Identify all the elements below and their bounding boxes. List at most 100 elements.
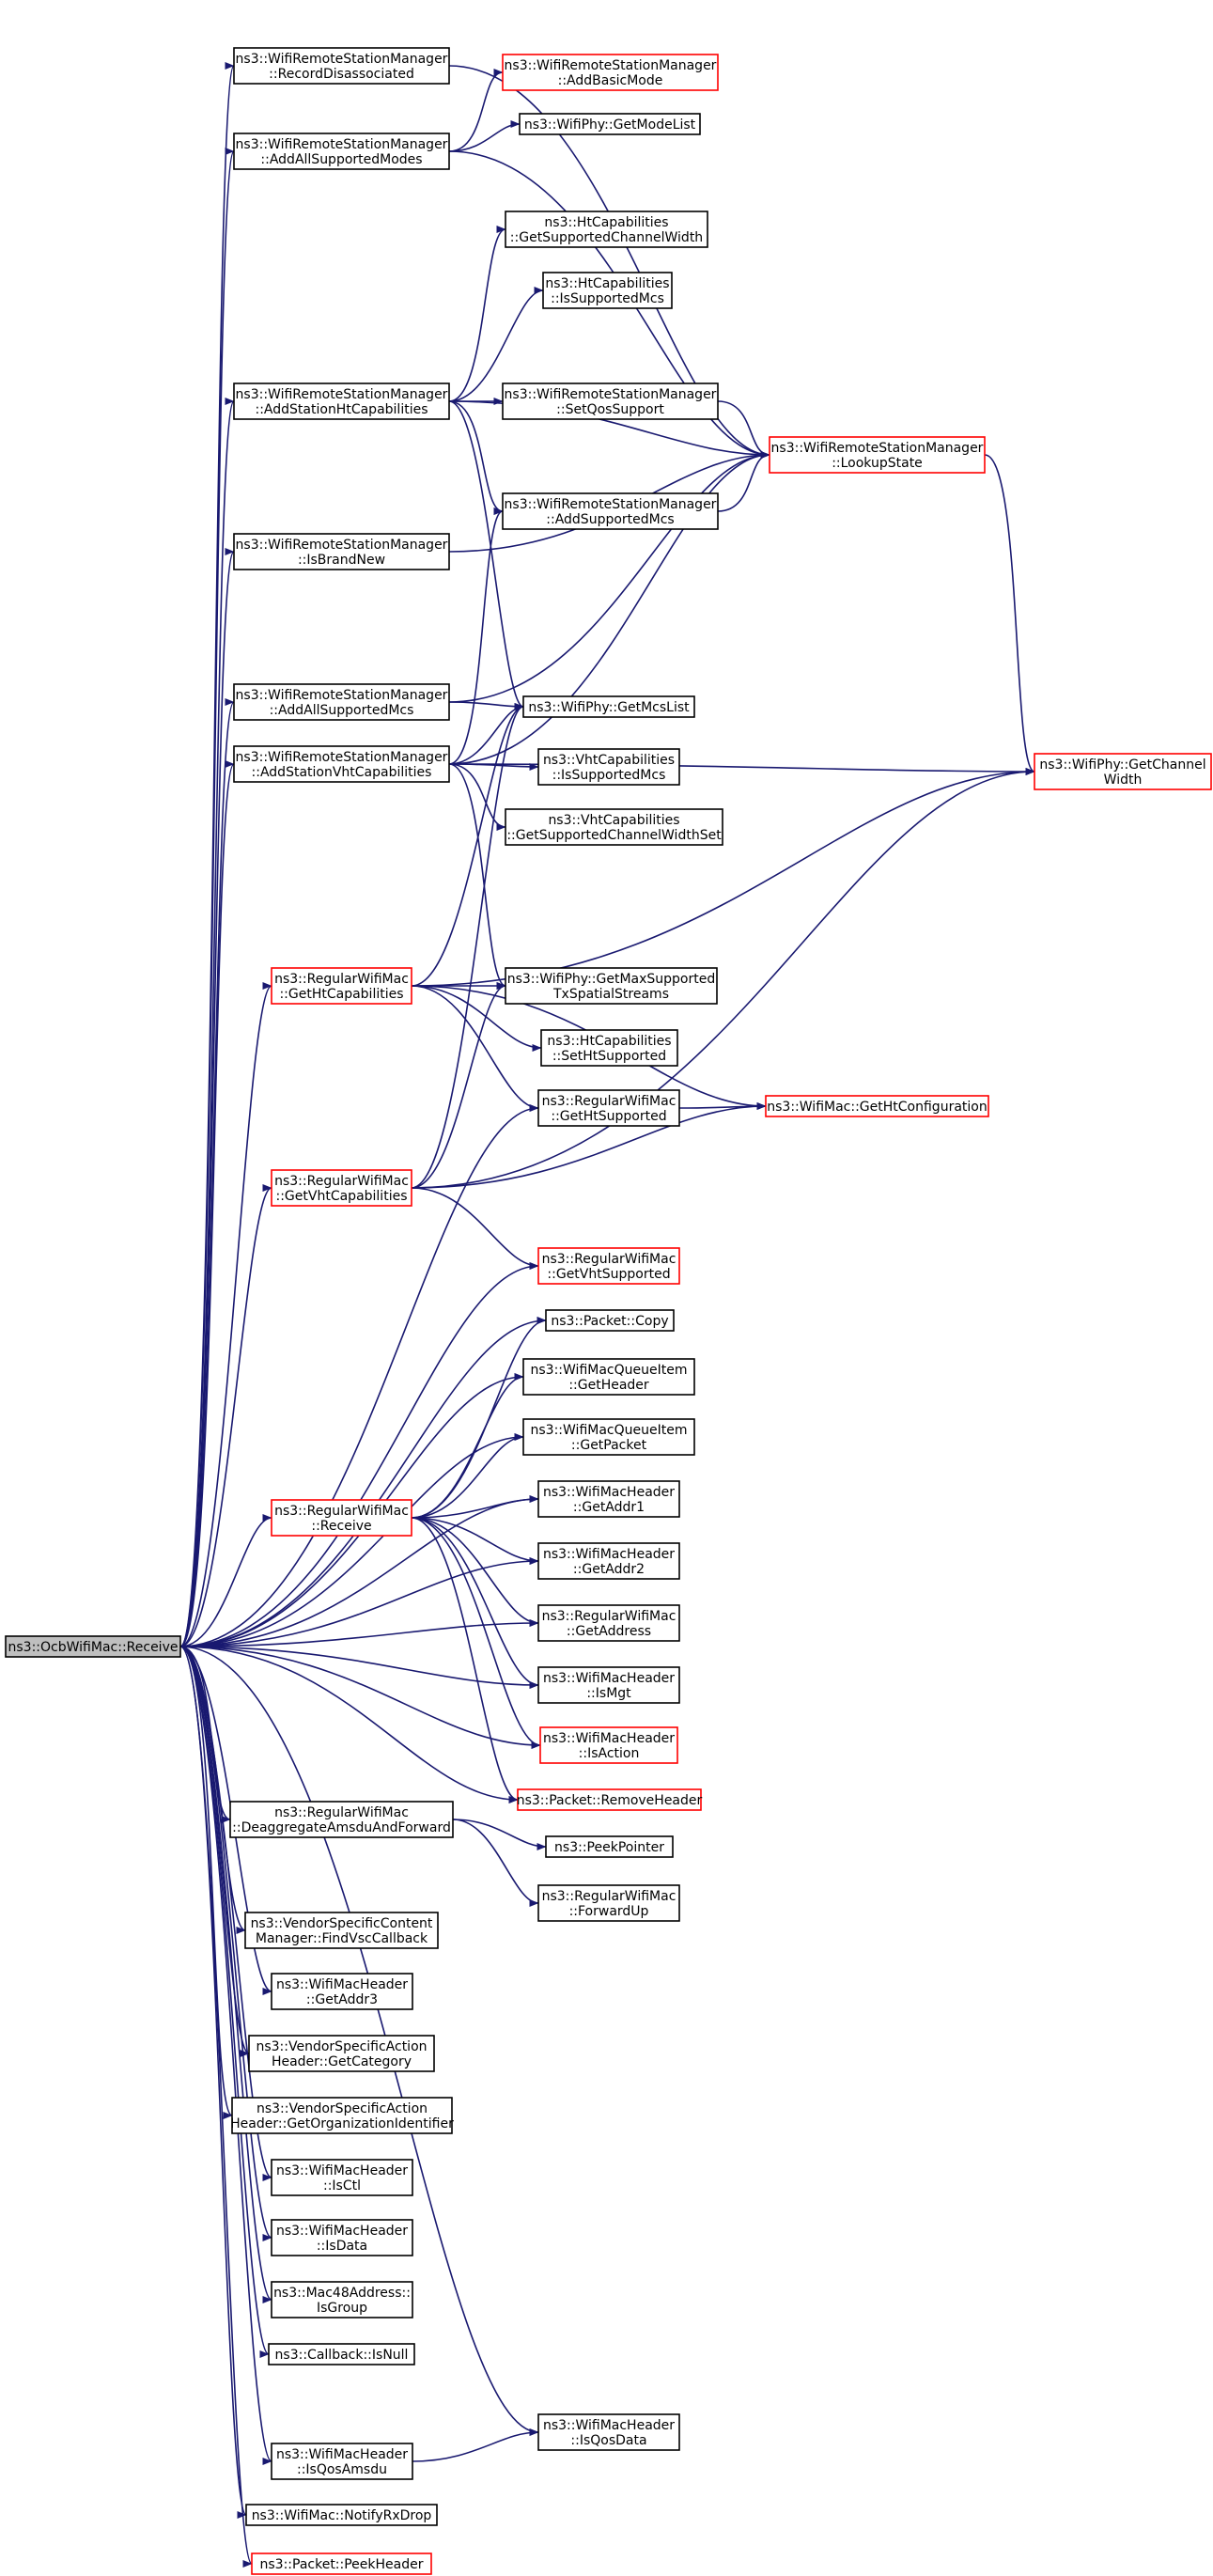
node-label: ns3::WifiRemoteStationManager	[236, 52, 448, 67]
node-max_streams[interactable]: ns3::WifiPhy::GetMaxSupportedTxSpatialSt…	[505, 967, 718, 1005]
node-get_ht_sup[interactable]: ns3::RegularWifiMac::GetHtSupported	[537, 1089, 680, 1127]
call-edge-rwm_receive-to-is_mgt	[411, 1517, 539, 1689]
call-edge-root-to-get_address	[179, 1619, 539, 1647]
node-label: ::IsQosData	[570, 2433, 646, 2448]
node-peek_pointer[interactable]: ns3::PeekPointer	[545, 1835, 674, 1858]
node-get_ht_caps[interactable]: ns3::RegularWifiMac::GetHtCapabilities	[271, 967, 412, 1005]
node-get_address[interactable]: ns3::RegularWifiMac::GetAddress	[537, 1604, 680, 1642]
node-label: ::AddAllSupportedMcs	[270, 703, 414, 718]
node-label: ::GetAddr2	[573, 1562, 645, 1577]
node-add_vht_caps[interactable]: ns3::WifiRemoteStationManager::AddStatio…	[233, 745, 450, 783]
node-remove_header[interactable]: ns3::Packet::RemoveHeader	[517, 1788, 703, 1811]
call-edge-root-to-mqi_packet	[179, 1433, 524, 1647]
node-get_category[interactable]: ns3::VendorSpecificActionHeader::GetCate…	[248, 2035, 435, 2072]
node-get_vht_caps[interactable]: ns3::RegularWifiMac::GetVhtCapabilities	[271, 1169, 412, 1207]
call-edge-add_vht_caps-to-max_streams	[448, 763, 506, 990]
node-label: ns3::WifiMacHeader	[543, 1485, 675, 1500]
node-label: ::SetHtSupported	[552, 1049, 666, 1064]
node-set_ht_sup[interactable]: ns3::HtCapabilities::SetHtSupported	[540, 1029, 678, 1067]
node-is_qos_data[interactable]: ns3::WifiMacHeader::IsQosData	[537, 2413, 680, 2451]
node-box	[765, 1095, 989, 1117]
node-label: ns3::HtCapabilities	[547, 1034, 671, 1049]
node-mqi_packet[interactable]: ns3::WifiMacQueueItem::GetPacket	[522, 1418, 695, 1456]
call-edge-root-to-is_brand_new	[179, 548, 235, 1647]
node-label: ns3::WifiMac::NotifyRxDrop	[252, 2508, 432, 2523]
node-label: ns3::WifiRemoteStationManager	[505, 58, 717, 73]
node-label: ::IsQosAmsdu	[297, 2462, 387, 2477]
node-add_basic_mode[interactable]: ns3::WifiRemoteStationManager::AddBasicM…	[502, 54, 719, 91]
node-is_qos_amsdu[interactable]: ns3::WifiMacHeader::IsQosAmsdu	[271, 2443, 413, 2480]
node-label: ::AddStationHtCapabilities	[256, 402, 428, 417]
node-is_data[interactable]: ns3::WifiMacHeader::IsData	[271, 2219, 413, 2256]
node-box	[537, 748, 680, 786]
node-box	[537, 1480, 680, 1518]
node-is_action[interactable]: ns3::WifiMacHeader::IsAction	[539, 1726, 678, 1764]
node-notify_rx_drop[interactable]: ns3::WifiMac::NotifyRxDrop	[245, 2504, 438, 2526]
node-pkt_copy[interactable]: ns3::Packet::Copy	[545, 1309, 675, 1332]
node-label: ::IsData	[317, 2239, 367, 2254]
node-root[interactable]: ns3::OcbWifiMac::Receive	[5, 1635, 181, 1658]
node-mqi_header[interactable]: ns3::WifiMacQueueItem::GetHeader	[522, 1358, 695, 1396]
node-set_qos[interactable]: ns3::WifiRemoteStationManager::SetQosSup…	[502, 382, 719, 420]
node-get_addr3[interactable]: ns3::WifiMacHeader::GetAddr3	[271, 1973, 413, 2010]
node-get_ht_config[interactable]: ns3::WifiMac::GetHtConfiguration	[765, 1095, 989, 1117]
node-get_mcs_list[interactable]: ns3::WifiPhy::GetMcsList	[522, 695, 695, 718]
node-is_null[interactable]: ns3::Callback::IsNull	[268, 2343, 415, 2365]
node-label: ::AddSupportedMcs	[546, 512, 674, 527]
node-get_org_id[interactable]: ns3::VendorSpecificActionHeader::GetOrga…	[230, 2097, 454, 2134]
node-rwm_receive[interactable]: ns3::RegularWifiMac::Receive	[271, 1499, 412, 1537]
node-get_vht_sup[interactable]: ns3::RegularWifiMac::GetVhtSupported	[537, 1247, 680, 1285]
node-vht_is_mcs[interactable]: ns3::VhtCapabilities::IsSupportedMcs	[537, 748, 680, 786]
node-vht_get_chws[interactable]: ns3::VhtCapabilities::GetSupportedChanne…	[505, 808, 723, 846]
call-edge-add_all_modes-to-get_mode_list	[448, 120, 521, 152]
node-ht_is_mcs[interactable]: ns3::HtCapabilities::IsSupportedMcs	[542, 272, 673, 309]
node-is_ctl[interactable]: ns3::WifiMacHeader::IsCtl	[271, 2159, 413, 2196]
node-box	[539, 1726, 678, 1764]
node-lookup_state[interactable]: ns3::WifiRemoteStationManager::LookupSta…	[769, 436, 986, 474]
node-label: IsGroup	[317, 2301, 367, 2316]
node-forward_up[interactable]: ns3::RegularWifiMac::ForwardUp	[537, 1884, 680, 1922]
call-edge-rwm_receive-to-remove_header	[411, 1517, 519, 1803]
node-box	[271, 2443, 413, 2480]
node-label: ns3::VendorSpecificAction	[256, 2039, 427, 2054]
node-add_all_mcs[interactable]: ns3::WifiRemoteStationManager::AddAllSup…	[233, 683, 450, 721]
node-label: ns3::PeekPointer	[554, 1840, 664, 1855]
node-find_vsc[interactable]: ns3::VendorSpecificContentManager::FindV…	[244, 1912, 439, 1949]
node-label: ns3::WifiMacHeader	[276, 2224, 408, 2239]
node-label: ns3::HtCapabilities	[545, 276, 669, 291]
node-is_mgt[interactable]: ns3::WifiMacHeader::IsMgt	[537, 1666, 680, 1704]
call-edge-get_vht_caps-to-get_vht_sup	[411, 1187, 539, 1270]
node-label: ns3::WifiMacHeader	[543, 1547, 675, 1562]
node-box	[537, 1666, 680, 1704]
call-edge-root-to-is_ctl	[179, 1646, 272, 2181]
node-label: ns3::WifiRemoteStationManager	[505, 497, 717, 512]
node-get_addr1[interactable]: ns3::WifiMacHeader::GetAddr1	[537, 1480, 680, 1518]
node-add_ht_caps[interactable]: ns3::WifiRemoteStationManager::AddStatio…	[233, 382, 450, 420]
node-box	[271, 2281, 413, 2318]
node-ht_get_chw[interactable]: ns3::HtCapabilities::GetSupportedChannel…	[505, 211, 708, 248]
node-label: ::GetVhtSupported	[547, 1267, 670, 1282]
node-add_all_modes[interactable]: ns3::WifiRemoteStationManager::AddAllSup…	[233, 133, 450, 170]
node-label: ns3::WifiRemoteStationManager	[771, 441, 984, 456]
node-label: ns3::OcbWifiMac::Receive	[8, 1640, 179, 1655]
node-box	[233, 47, 450, 85]
node-is_brand_new[interactable]: ns3::WifiRemoteStationManager::IsBrandNe…	[233, 533, 450, 570]
call-edge-get_vht_caps-to-get_ht_config	[411, 1102, 767, 1189]
node-label: ::AddBasicMode	[558, 73, 663, 88]
node-rec_disassoc[interactable]: ns3::WifiRemoteStationManager::RecordDis…	[233, 47, 450, 85]
call-edge-add_vht_caps-to-vht_get_chws	[448, 763, 506, 831]
node-is_group[interactable]: ns3::Mac48Address::IsGroup	[271, 2281, 413, 2318]
node-deaggregate[interactable]: ns3::RegularWifiMac::DeaggregateAmsduAnd…	[229, 1801, 454, 1838]
node-label: ::IsBrandNew	[298, 553, 385, 568]
node-get_mode_list[interactable]: ns3::WifiPhy::GetModeList	[519, 113, 701, 135]
node-add_sup_mcs[interactable]: ns3::WifiRemoteStationManager::AddSuppor…	[502, 492, 719, 530]
node-label: ns3::WifiMacHeader	[276, 1977, 408, 1992]
node-label: ns3::WifiMacHeader	[276, 2163, 408, 2178]
node-box	[545, 1309, 675, 1332]
node-label: ::LookupState	[832, 456, 923, 471]
node-get_addr2[interactable]: ns3::WifiMacHeader::GetAddr2	[537, 1542, 680, 1580]
node-peek_header[interactable]: ns3::Packet::PeekHeader	[251, 2553, 432, 2575]
node-label: ns3::RegularWifiMac	[542, 1609, 676, 1624]
node-box	[537, 1604, 680, 1642]
